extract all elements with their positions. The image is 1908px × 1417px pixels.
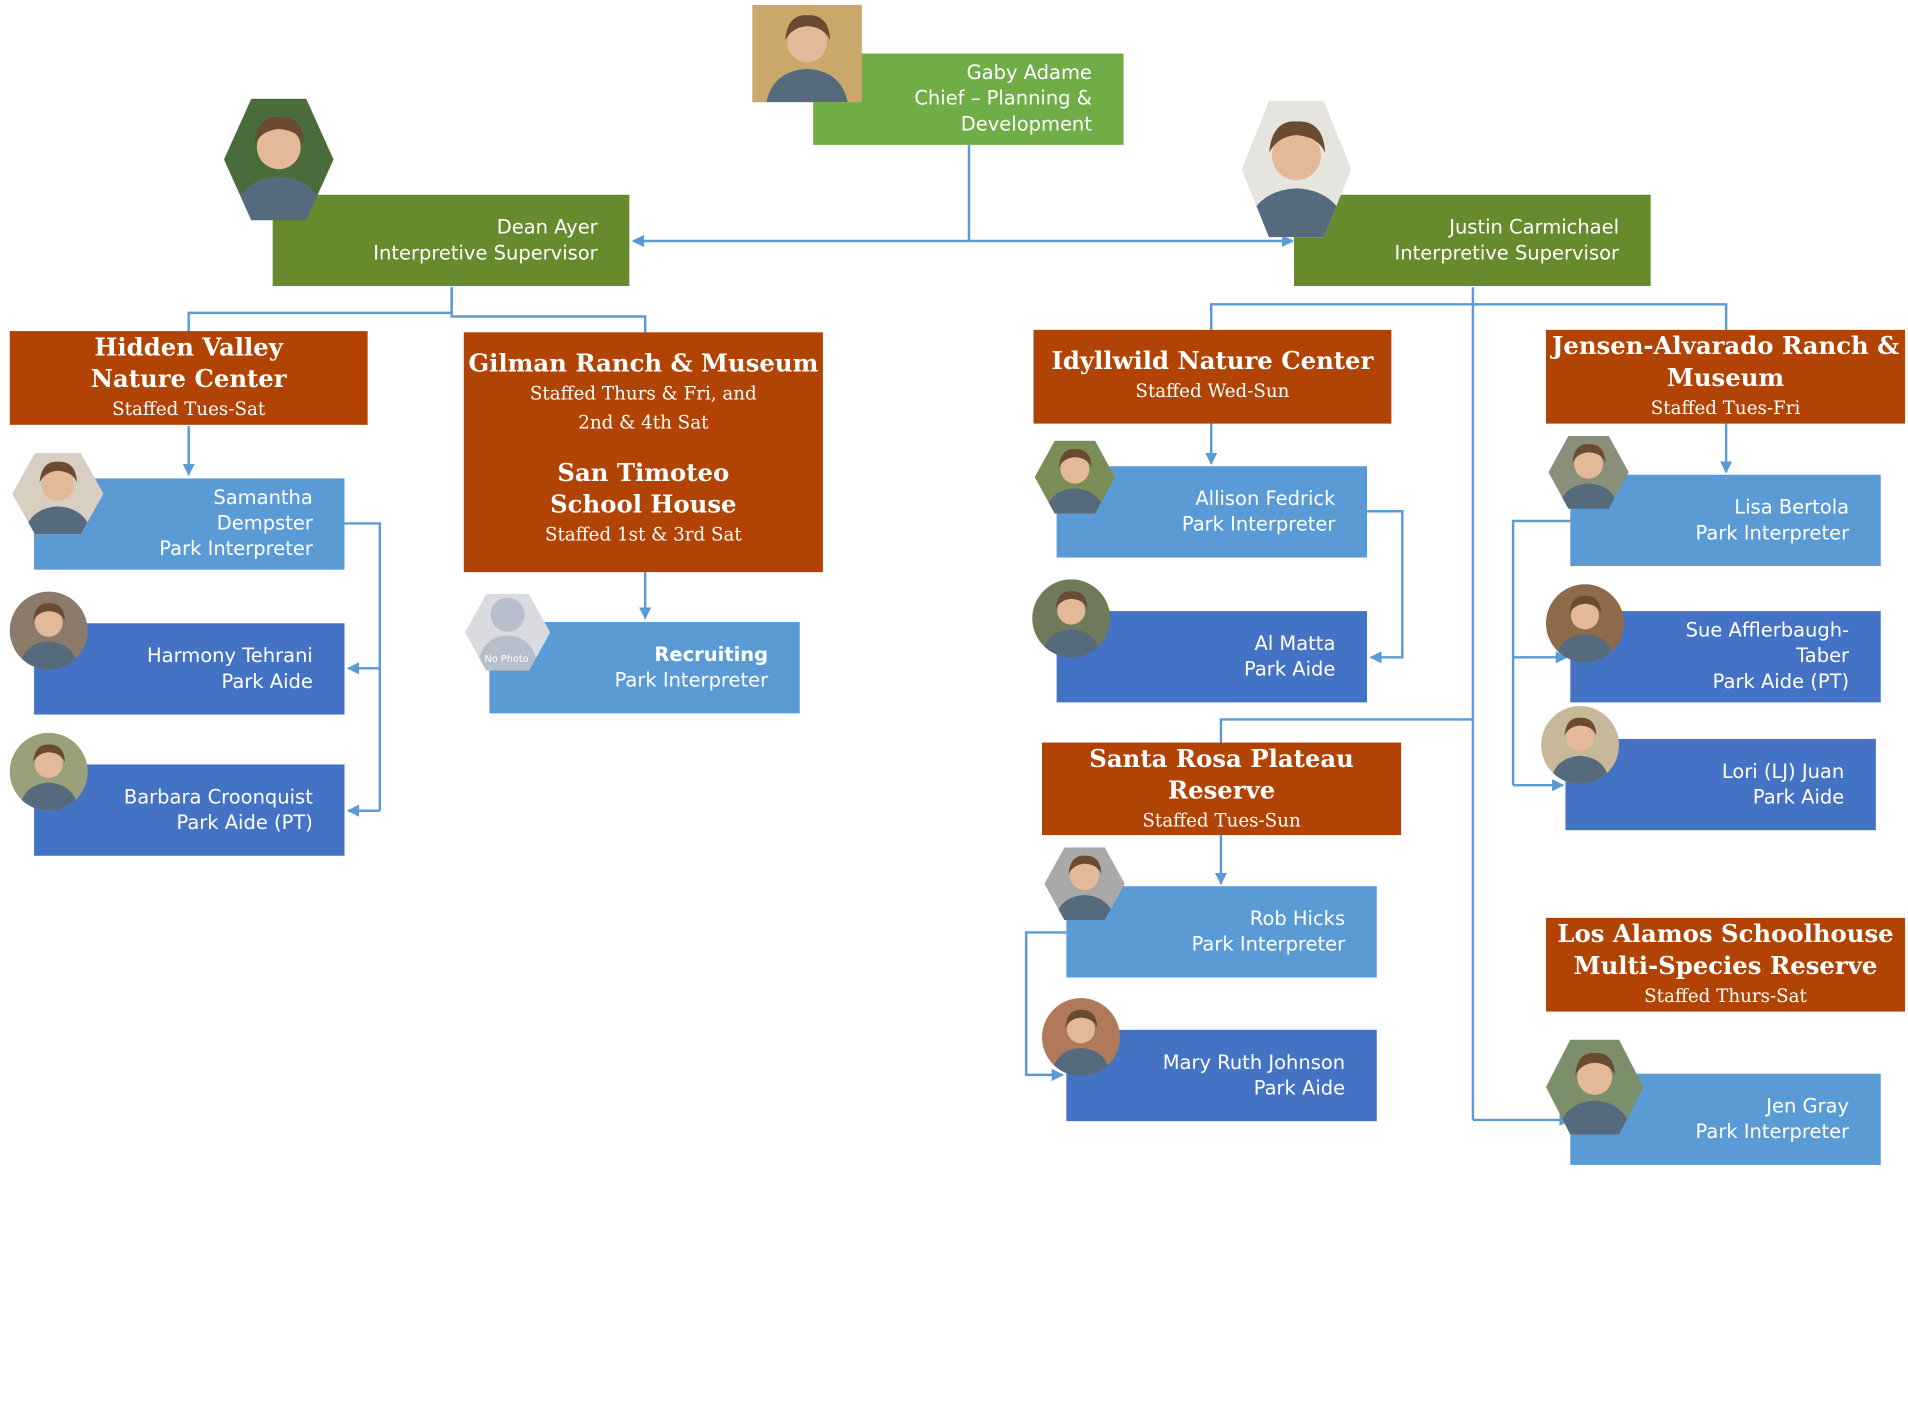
staff-rob-name: Rob Hicks <box>1249 906 1346 931</box>
site-gilman-name: Gilman Ranch & Museum <box>468 348 819 378</box>
staff-al-title: Park Aide <box>1244 657 1336 681</box>
site-hidden-valley-name-line1: Hidden Valley <box>94 332 283 362</box>
staff-lori-name: Lori (LJ) Juan <box>1721 759 1845 783</box>
site-santa-rosa-hours: Staffed Tues-Sun <box>1142 809 1301 832</box>
staff-mary-photo <box>1042 998 1120 1077</box>
staff-al-photo <box>1032 579 1111 658</box>
supervisor-dean-title: Interpretive Supervisor <box>373 241 598 265</box>
site-santa-rosa: Santa Rosa Plateau Reserve Staffed Tues-… <box>1042 742 1402 836</box>
staff-recruiting-name: Recruiting <box>654 642 769 666</box>
site-jensen-hours: Staffed Tues-Fri <box>1650 396 1801 419</box>
staff-harmony-title: Park Aide <box>221 669 313 693</box>
staff-samantha-title: Park Interpreter <box>159 536 313 560</box>
supervisor-justin-box: Justin Carmichael Interpretive Superviso… <box>1293 194 1651 287</box>
site-hidden-valley-hours: Staffed Tues-Sat <box>112 398 266 420</box>
site-hidden-valley-name-line2: Nature Center <box>90 363 287 394</box>
staff-barbara-name: Barbara Croonquist <box>123 785 313 809</box>
site-hidden-valley: Hidden Valley Nature Center Staffed Tues… <box>9 331 368 425</box>
staff-lisa-box: Lisa Bertola Park Interpreter <box>1570 474 1881 567</box>
staff-harmony-photo <box>9 591 88 670</box>
staff-sue-name-line1: Sue Afflerbaugh- <box>1685 618 1850 642</box>
staff-samantha-name-line2: Dempster <box>216 511 313 535</box>
staff-lisa-photo <box>1548 435 1629 509</box>
site-san-timoteo-name-line1: San Timoteo <box>557 457 730 487</box>
staff-al-name: Al Matta <box>1254 631 1336 655</box>
staff-lisa-name: Lisa Bertola <box>1734 495 1850 519</box>
supervisor-justin-name: Justin Carmichael <box>1449 215 1620 239</box>
site-jensen-name-line2: Museum <box>1666 362 1785 392</box>
staff-lisa-title: Park Interpreter <box>1695 521 1850 545</box>
site-jensen-alvarado: Jensen-Alvarado Ranch & Museum Staffed T… <box>1545 329 1906 424</box>
site-los-alamos-name-line2: Multi-Species Reserve <box>1573 950 1878 980</box>
supervisor-dean-box: Dean Ayer Interpretive Supervisor <box>272 194 630 287</box>
staff-rob-box: Rob Hicks Park Interpreter <box>1066 886 1377 978</box>
chief-photo <box>752 4 862 103</box>
staff-allison-title: Park Interpreter <box>1181 512 1336 536</box>
chief-title-line2: Development <box>960 111 1092 136</box>
staff-sue-name-line2: Taber <box>1796 643 1850 668</box>
staff-rob-title: Park Interpreter <box>1191 932 1346 956</box>
site-idyllwild-hours: Staffed Wed-Sun <box>1135 379 1290 402</box>
site-gilman-hours-line1: Staffed Thurs & Fri, and <box>529 382 757 405</box>
supervisor-dean-name: Dean Ayer <box>496 215 598 239</box>
staff-mary-title: Park Aide <box>1253 1076 1346 1100</box>
site-san-timoteo-hours: Staffed 1st & 3rd Sat <box>544 523 742 546</box>
staff-lori-photo <box>1541 706 1620 784</box>
chief-title-line1: Chief – Planning & <box>914 86 1092 110</box>
staff-recruiting-title: Park Interpreter <box>614 668 769 692</box>
site-los-alamos: Los Alamos Schoolhouse Multi-Species Res… <box>1545 917 1906 1012</box>
staff-samantha-photo <box>12 452 104 535</box>
site-los-alamos-hours: Staffed Thurs-Sat <box>1644 984 1807 1007</box>
no-photo-placeholder-icon <box>477 597 539 671</box>
staff-lori-title: Park Aide <box>1752 785 1845 809</box>
supervisor-justin-title: Interpretive Supervisor <box>1394 241 1620 265</box>
connector-lines <box>182 144 1733 1127</box>
staff-barbara-title: Park Aide (PT) <box>176 810 313 834</box>
site-gilman-hours-line2: 2nd & 4th Sat <box>578 411 709 434</box>
staff-jen-name: Jen Gray <box>1766 1094 1850 1118</box>
site-gilman: Gilman Ranch & Museum Staffed Thurs & Fr… <box>463 332 823 573</box>
site-jensen-name-line1: Jensen-Alvarado Ranch & <box>1551 331 1900 361</box>
staff-samantha-name-line1: Samantha <box>213 485 313 509</box>
site-idyllwild: Idyllwild Nature Center Staffed Wed-Sun <box>1033 329 1392 424</box>
staff-allison-name: Allison Fedrick <box>1195 486 1336 511</box>
staff-mary-name: Mary Ruth Johnson <box>1162 1050 1346 1074</box>
site-san-timoteo-name-line2: School House <box>550 489 737 519</box>
staff-recruiting-photo-label: No Photo <box>484 653 529 665</box>
site-santa-rosa-name-line1: Santa Rosa Plateau <box>1089 743 1354 773</box>
staff-barbara-photo <box>9 732 88 811</box>
staff-sue-photo <box>1545 584 1624 663</box>
site-idyllwild-name: Idyllwild Nature Center <box>1051 345 1374 375</box>
staff-harmony-name: Harmony Tehrani <box>147 643 313 668</box>
chief-name: Gaby Adame <box>966 60 1092 84</box>
staff-recruiting-photo: No Photo <box>465 594 551 671</box>
site-los-alamos-name-line1: Los Alamos Schoolhouse <box>1557 919 1894 949</box>
site-santa-rosa-name-line2: Reserve <box>1167 775 1276 805</box>
staff-jen-title: Park Interpreter <box>1695 1119 1850 1144</box>
chief-box: Gaby Adame Chief – Planning & Developmen… <box>813 53 1124 145</box>
staff-sue-title: Park Aide (PT) <box>1712 669 1850 693</box>
